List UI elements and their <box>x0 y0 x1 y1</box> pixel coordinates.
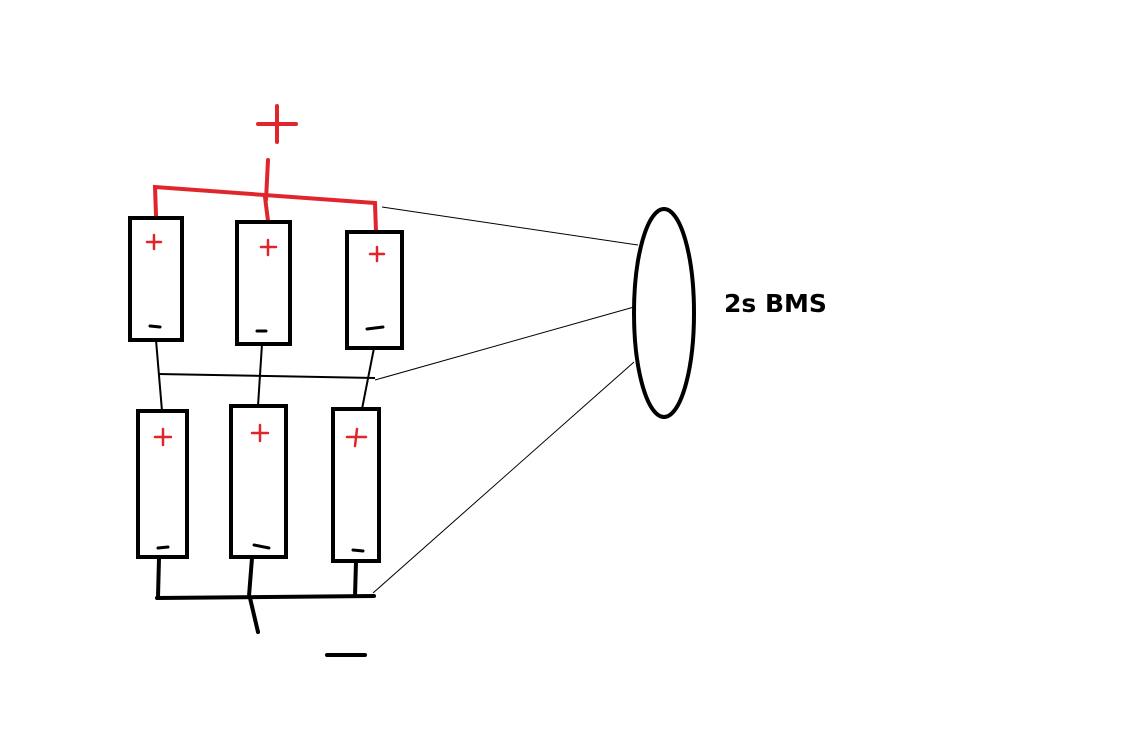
minus-icon <box>351 548 365 553</box>
minus-icon <box>365 325 385 331</box>
plus-icon <box>145 233 163 251</box>
plus-icon <box>250 423 270 443</box>
series-link-wires <box>155 339 376 412</box>
minus-icon <box>252 543 271 550</box>
bms-balance-wires <box>372 206 639 594</box>
bms-module <box>632 207 696 419</box>
bms-wire-negative <box>372 361 635 594</box>
battery-cell-top-1 <box>128 216 184 342</box>
bms-wire-positive <box>381 206 639 246</box>
plus-icon <box>153 427 173 447</box>
plus-icon <box>345 427 368 448</box>
plus-icon <box>368 245 386 263</box>
minus-icon <box>156 545 170 550</box>
battery-cell-bottom-1 <box>136 409 189 559</box>
battery-cell-bottom-2 <box>229 404 288 559</box>
positive-bus-wire <box>152 158 378 234</box>
battery-cell-bottom-3 <box>331 407 381 563</box>
pack-positive-terminal-icon <box>256 104 298 144</box>
battery-cell-top-2 <box>235 220 292 346</box>
negative-bus-wire <box>155 556 376 634</box>
plus-icon <box>259 238 278 257</box>
bms-wire-middle <box>374 306 635 381</box>
bms-label: 2s BMS <box>724 289 827 318</box>
minus-icon <box>148 324 162 329</box>
battery-cell-top-3 <box>345 230 404 350</box>
